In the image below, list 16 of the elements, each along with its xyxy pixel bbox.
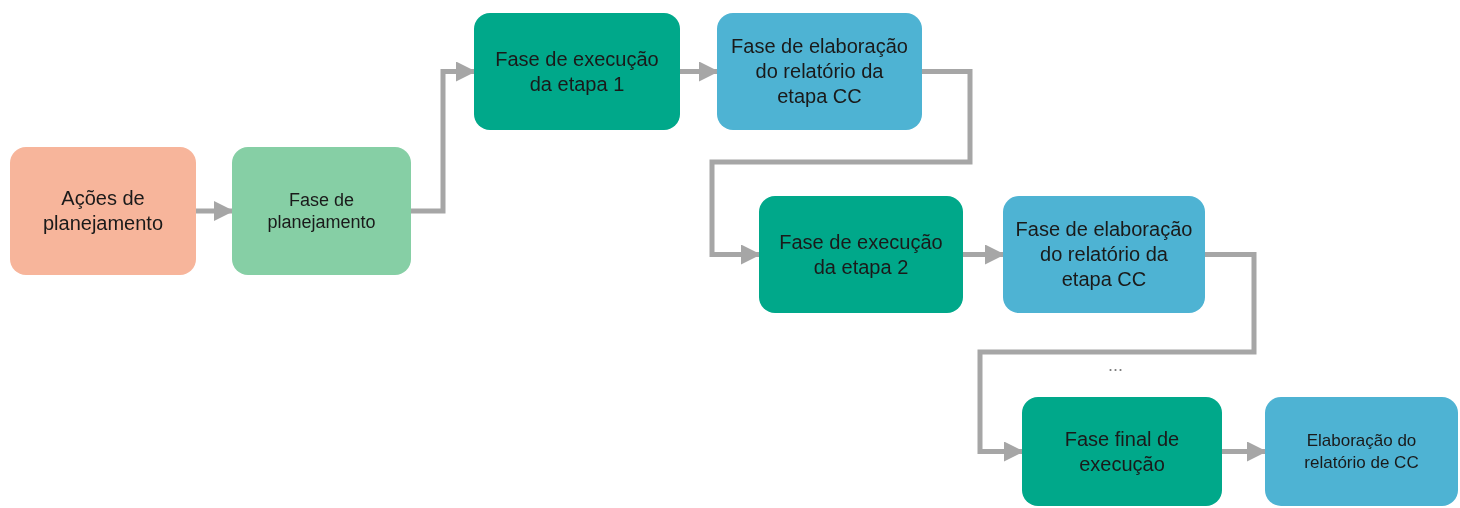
process-box: Ações de planejamento: [10, 147, 196, 275]
process-box: Elaboração do relatório de CC: [1265, 397, 1458, 506]
process-box: Fase de execução da etapa 2: [759, 196, 963, 313]
process-box: Fase de planejamento: [232, 147, 411, 275]
process-box: Fase de elaboração do relatório da etapa CC: [1003, 196, 1205, 313]
process-box: Fase de execução da etapa 1: [474, 13, 680, 130]
process-box: Fase de elaboração do relatório da etapa CC: [717, 13, 922, 130]
arrow: [680, 61, 719, 82]
arrow: [709, 69, 973, 265]
arrow: [196, 201, 234, 221]
arrow: [411, 61, 476, 214]
arrow: [963, 244, 1005, 265]
process-box: Fase final de execução: [1022, 397, 1222, 506]
arrow: [1222, 441, 1267, 462]
ellipsis-label: ...: [1108, 356, 1123, 374]
arrow: [977, 252, 1257, 462]
